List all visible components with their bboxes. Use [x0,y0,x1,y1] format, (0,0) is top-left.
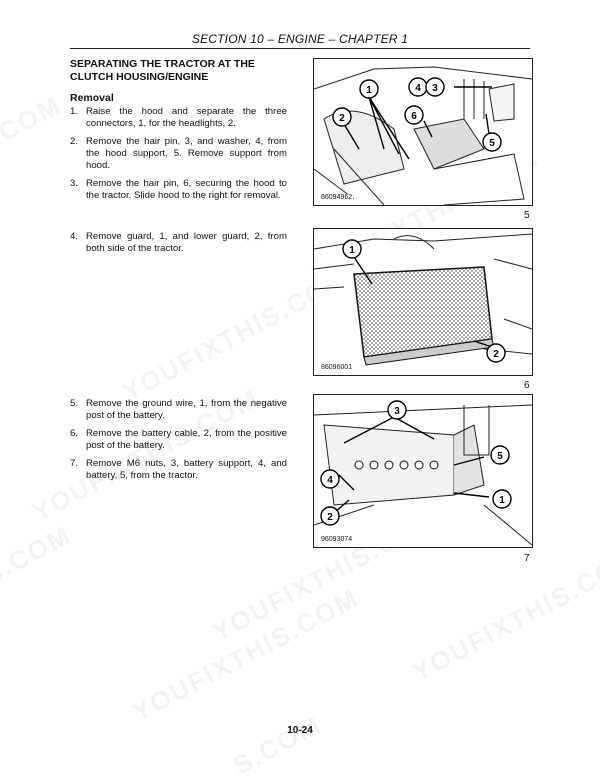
watermark: YOUFIXTHIS.COM [407,542,600,688]
callout-1 [342,239,362,259]
callout-label: 3 [432,83,438,94]
engine-hood-drawing: 1 2 4 3 6 5 [314,66,532,205]
steps-group-1: 1. Raise the hood and separate the three … [70,106,287,208]
step-text: Remove M6 nuts, 3, battery support, 4, a… [86,458,287,481]
step-item: 3. Remove the hair pin, 6, securing the h… [70,178,287,202]
figure-number: 7 [524,553,530,564]
step-text: Remove the hair pin, 6, securing the hoo… [86,178,287,201]
figure-number: 6 [524,380,530,391]
callout-label: 1 [366,85,372,96]
step-number: 4. [70,231,79,242]
figure-7-illustration: 3 5 4 1 2 96093074 [313,394,533,548]
step-number: 1. [70,106,79,117]
watermark: S.COM [0,89,67,161]
callout-3 [425,77,445,97]
step-text: Remove the ground wire, 1, from the nega… [86,398,287,421]
header-divider [70,48,530,49]
subheading: Removal [70,92,114,104]
callout-6 [404,105,424,125]
watermark: YOUFIXTHIS.COM [127,582,364,728]
callout-5 [482,132,502,152]
step-item: 7. Remove M6 nuts, 3, battery support, 4,… [70,458,287,482]
section-header: SECTION 10 – ENGINE – CHAPTER 1 [191,32,409,46]
callout-label: 2 [493,349,499,360]
callout-label: 5 [497,451,503,462]
figure-code: 86094962 [320,194,354,201]
battery-drawing: 3 5 4 1 2 [314,400,532,546]
figure-6-illustration: 1 2 86096001 [313,228,533,376]
callout-2 [320,506,340,526]
step-number: 7. [70,458,79,469]
figure-5-illustration: 1 2 4 3 6 5 86094962 [313,58,533,206]
page-number: 10-24 [287,725,313,736]
callout-label: 4 [415,83,421,94]
callout-label: 5 [489,138,495,149]
step-item: 4. Remove guard, 1, and lower guard, 2, f… [70,231,287,255]
step-text: Remove the hair pin, 3, and washer, 4, f… [86,136,287,171]
step-item: 2. Remove the hair pin, 3, and washer, 4,… [70,136,287,172]
step-number: 2. [70,136,79,147]
callout-4 [320,469,340,489]
callout-5 [490,445,510,465]
step-text: Remove guard, 1, and lower guard, 2, fro… [86,231,287,254]
figure-code: 86096001 [320,364,354,371]
watermark: S.COM [0,519,77,591]
callout-label: 3 [394,406,400,417]
side-guard-drawing: 1 2 [314,233,532,366]
steps-group-3: 5. Remove the ground wire, 1, from the ne… [70,398,287,488]
step-text: Remove the battery cable, 2, from the po… [86,428,287,451]
callout-label: 2 [327,512,333,523]
callout-3 [387,400,407,420]
page-title: SEPARATING THE TRACTOR AT THE CLUTCH HOU… [70,58,255,83]
step-number: 6. [70,428,79,439]
callout-label: 1 [499,495,505,506]
callout-2 [486,343,506,363]
callout-1 [492,489,512,509]
figure-code: 96093074 [320,536,354,543]
step-item: 6. Remove the battery cable, 2, from the … [70,428,287,452]
step-number: 5. [70,398,79,409]
callout-label: 2 [339,113,345,124]
watermark: S.COM [228,709,327,781]
steps-group-2: 4. Remove guard, 1, and lower guard, 2, f… [70,231,287,261]
step-text: Raise the hood and separate the three co… [86,106,287,129]
callout-1 [359,79,379,99]
callout-label: 4 [327,475,333,486]
step-item: 1. Raise the hood and separate the three … [70,106,287,130]
callout-label: 1 [349,245,355,256]
figure-number: 5 [524,210,530,221]
callout-2 [332,107,352,127]
callout-label: 6 [411,111,417,122]
step-number: 3. [70,178,79,189]
step-item: 5. Remove the ground wire, 1, from the ne… [70,398,287,422]
